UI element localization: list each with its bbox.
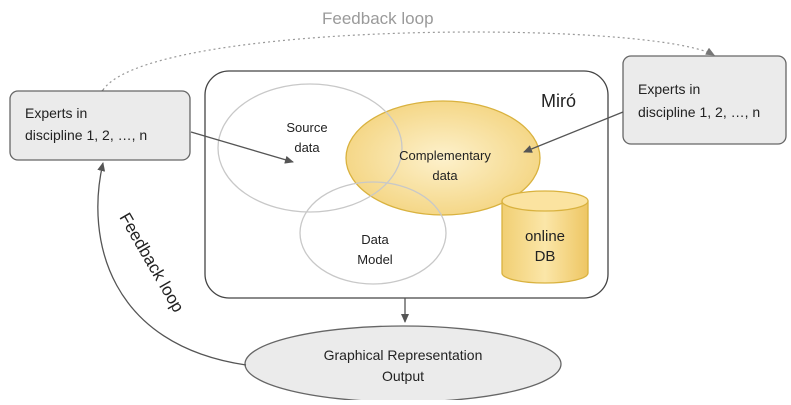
complementary-data-line-1: Complementary	[399, 148, 491, 163]
complementary-data-ellipse	[345, 100, 541, 216]
svg-text:Experts in: Experts in	[638, 81, 700, 97]
source-data-ellipse	[217, 83, 403, 213]
svg-text:Experts in: Experts in	[25, 105, 87, 121]
data-model-line-1: Data	[361, 232, 389, 247]
feedback-loop-top-arrow	[95, 31, 715, 99]
svg-text:Graphical Representation: Graphical Representation	[324, 347, 483, 363]
experts-left-line-1: Experts in	[25, 105, 87, 121]
source-data-line-2: data	[294, 140, 320, 155]
experts-left-line-2: discipline 1, 2, …, n	[25, 127, 147, 143]
feedback-loop-top-label: Feedback loop	[322, 9, 434, 28]
experts-right-line-1: Experts in	[638, 81, 700, 97]
feedback-loop-left-arrow	[97, 162, 247, 366]
online-db-line-1: online	[525, 228, 565, 245]
svg-text:Output: Output	[382, 368, 424, 384]
svg-text:data: data	[432, 168, 458, 183]
svg-text:discipline 1, 2, …, n: discipline 1, 2, …, n	[25, 127, 147, 143]
online-db-cylinder: online DB	[501, 190, 589, 284]
experts-left-box: Experts in discipline 1, 2, …, n	[9, 90, 191, 161]
output-line-2: Output	[382, 368, 424, 384]
experts-right-box: Experts in discipline 1, 2, …, n	[622, 55, 787, 145]
svg-text:Data: Data	[361, 232, 389, 247]
arrow-experts-left-to-source	[190, 131, 294, 164]
svg-text:DB: DB	[535, 248, 556, 265]
svg-text:discipline 1, 2, …, n: discipline 1, 2, …, n	[638, 104, 760, 120]
complementary-data-line-2: data	[432, 168, 458, 183]
data-model-line-2: Model	[357, 252, 393, 267]
data-model-ellipse	[299, 181, 447, 285]
output-line-1: Graphical Representation	[324, 347, 483, 363]
arrow-experts-right-to-complementary	[523, 111, 624, 153]
svg-text:Model: Model	[357, 252, 393, 267]
source-data-line-1: Source	[286, 120, 327, 135]
experts-right-line-2: discipline 1, 2, …, n	[638, 104, 760, 120]
svg-text:Complementary: Complementary	[399, 148, 491, 163]
miro-label: Miró	[541, 91, 576, 111]
svg-text:Source: Source	[286, 120, 327, 135]
svg-text:online: online	[525, 228, 565, 245]
svg-text:data: data	[294, 140, 320, 155]
online-db-line-2: DB	[535, 248, 556, 265]
output-ellipse: Graphical Representation Output	[244, 325, 562, 403]
